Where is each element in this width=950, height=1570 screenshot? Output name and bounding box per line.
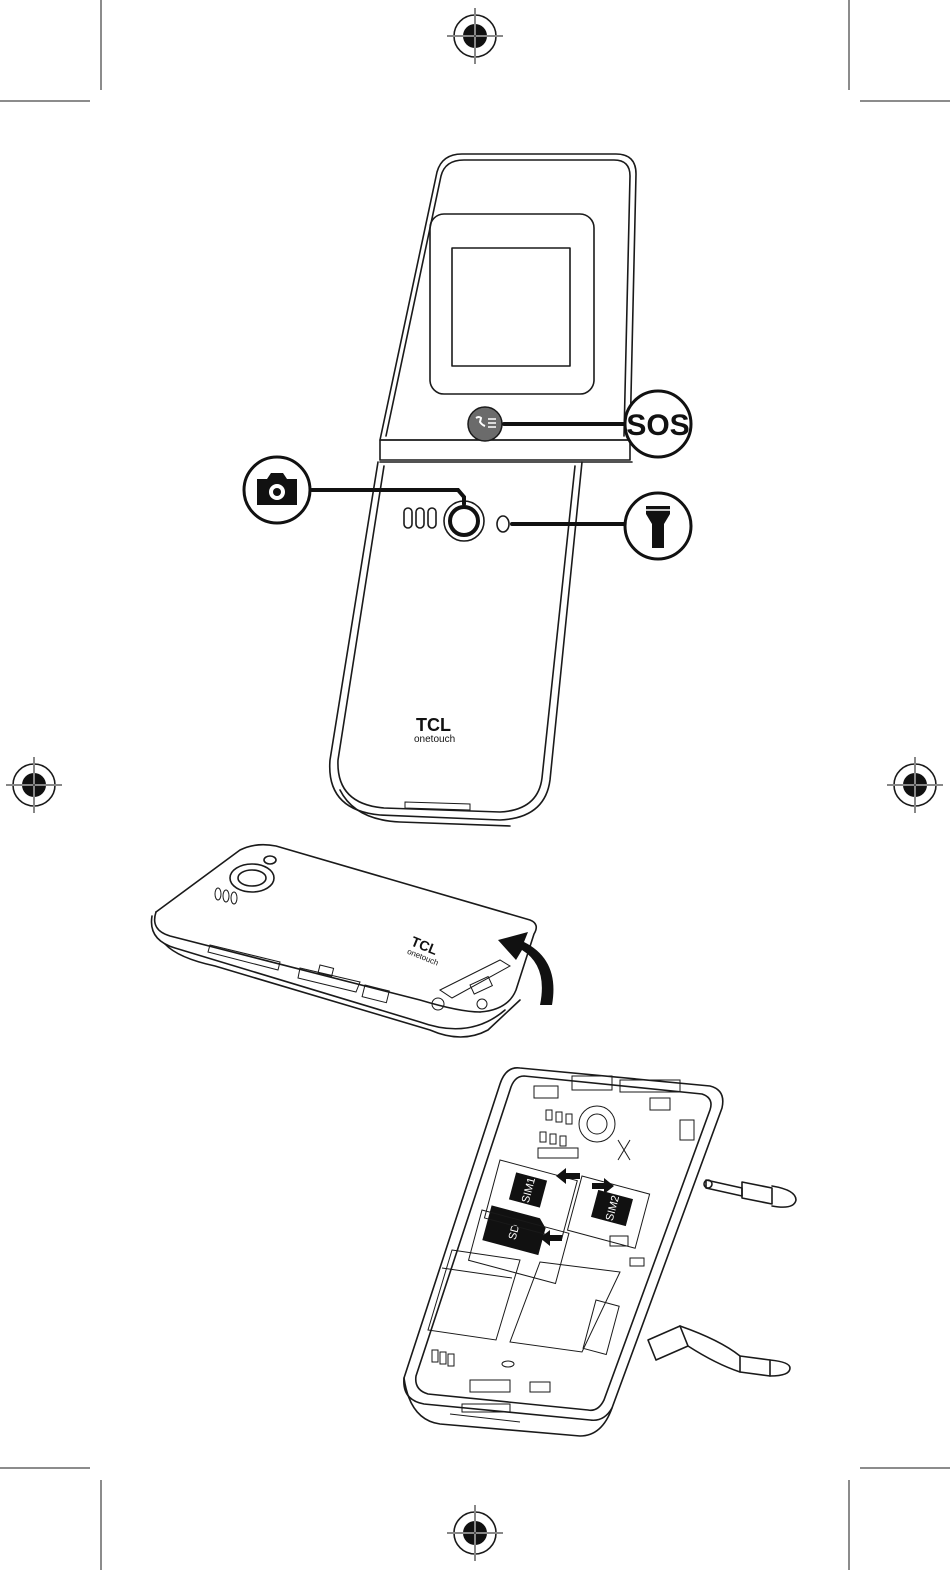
camera-icon — [244, 457, 310, 523]
flip-phone-back-view: TCL onetouch SOS — [244, 154, 691, 826]
registration-mark-icon — [887, 757, 943, 813]
sos-icon: SOS — [625, 391, 691, 457]
svg-text:onetouch: onetouch — [414, 734, 455, 745]
brand-logo: TCL onetouch — [414, 715, 455, 745]
camera-lens — [230, 864, 274, 892]
top-components — [534, 1076, 694, 1160]
svg-text:TCL: TCL — [416, 715, 451, 735]
camera-lens — [444, 501, 484, 541]
svg-text:SOS: SOS — [626, 409, 689, 442]
arrow-icon — [556, 1168, 580, 1184]
usb-cable-icon — [648, 1326, 790, 1376]
flashlight-led — [497, 516, 509, 532]
headphone-plug-icon — [704, 1180, 796, 1207]
registration-mark-icon — [6, 757, 62, 813]
speaker-grill — [404, 508, 436, 528]
sim1-card: SIM1 — [509, 1172, 547, 1207]
registration-mark-icon — [447, 8, 503, 64]
phone-interior: SIM1 SIM2 SD — [404, 1068, 796, 1436]
sim2-card: SIM2 — [591, 1190, 633, 1226]
registration-mark-icon — [447, 1505, 503, 1561]
back-cover-removal: TCL onetouch — [151, 845, 553, 1037]
sos-key — [468, 407, 502, 441]
flashlight-icon — [625, 493, 691, 559]
